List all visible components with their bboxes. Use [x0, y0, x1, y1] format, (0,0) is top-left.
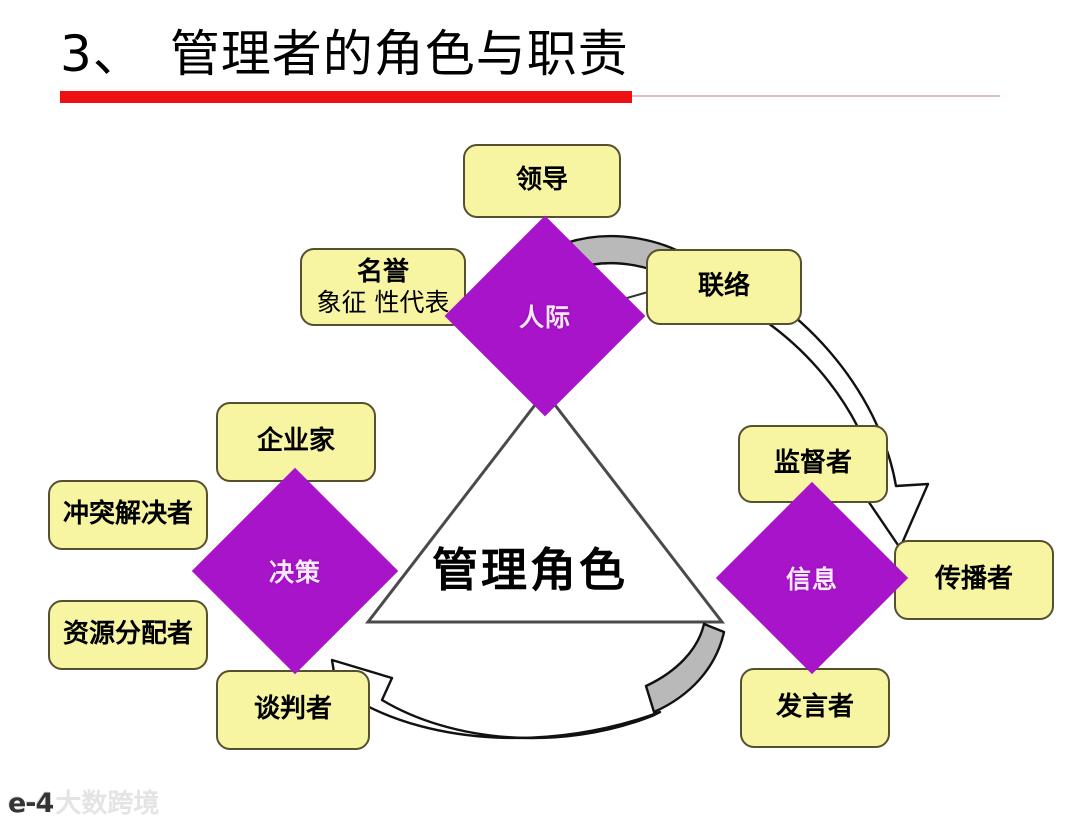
center-label: 管理角色 [432, 543, 628, 597]
rolebox-leader-label: 领导 [515, 165, 568, 196]
page-title-number: 3、 [60, 25, 144, 83]
rolebox-spokesperson-label: 发言者 [775, 692, 854, 723]
diamond-interpersonal[interactable]: 人际 [444, 215, 646, 417]
rolebox-leader[interactable]: 领导 [463, 144, 621, 218]
watermark-text: 大数跨境 [55, 788, 160, 819]
diamond-decisional-label: 决策 [268, 558, 321, 587]
center-triangle [364, 389, 726, 624]
rolebox-disturbance-handler-label: 冲突解决者 [62, 499, 193, 530]
rolebox-resource-allocator[interactable]: 资源分配者 [48, 600, 208, 670]
page-title-text: 管理者的角色与职责 [169, 25, 629, 83]
title-underline-red [60, 91, 632, 103]
rolebox-disseminator-label: 传播者 [934, 564, 1013, 595]
diamond-decisional[interactable]: 决策 [191, 467, 399, 675]
rolebox-figurehead-label: 名誉 [356, 256, 409, 287]
rolebox-liaison-label: 联络 [697, 271, 750, 302]
arrow-band-bottom [644, 622, 726, 714]
rolebox-monitor-label: 监督者 [773, 448, 852, 479]
rolebox-resource-allocator-label: 资源分配者 [62, 619, 193, 650]
rolebox-disseminator[interactable]: 传播者 [894, 540, 1054, 620]
rolebox-spokesperson[interactable]: 发言者 [740, 668, 890, 748]
rolebox-figurehead[interactable]: 名誉 象征 性代表 [300, 248, 466, 326]
rolebox-entrepreneur-label: 企业家 [256, 426, 335, 457]
rolebox-negotiator-label: 谈判者 [253, 694, 332, 725]
rolebox-negotiator[interactable]: 谈判者 [216, 670, 370, 750]
rolebox-disturbance-handler[interactable]: 冲突解决者 [48, 480, 208, 550]
watermark-logo-icon: e-4 [8, 788, 54, 819]
diamond-interpersonal-label: 人际 [518, 303, 571, 332]
title-underline-thin [632, 95, 1000, 97]
arrow-curve-bottom-left [330, 658, 662, 740]
rolebox-figurehead-sublabel: 象征 性代表 [316, 287, 450, 317]
page-title: 3、管理者的角色与职责 [60, 28, 629, 81]
diamond-informational[interactable]: 信息 [715, 481, 909, 675]
watermark: e-4 大数跨境 [8, 790, 159, 817]
rolebox-liaison[interactable]: 联络 [646, 249, 802, 325]
diamond-informational-label: 信息 [785, 565, 838, 594]
